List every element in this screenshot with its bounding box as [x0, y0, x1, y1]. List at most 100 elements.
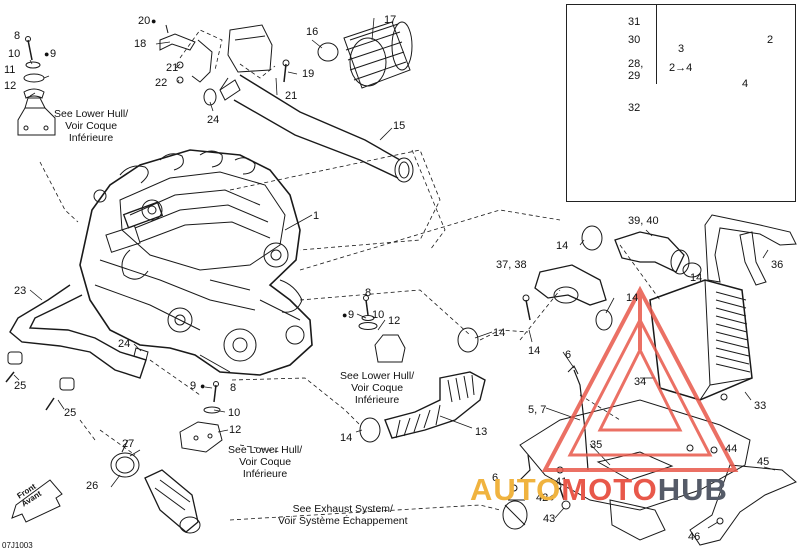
- inset-divider-panel: [656, 4, 795, 84]
- callout-13: 13: [475, 426, 488, 438]
- callout-14c: 14: [493, 327, 506, 339]
- front-arrow: [11, 479, 63, 523]
- callout-4: 4: [742, 78, 749, 90]
- drop-icon: ●: [342, 310, 348, 320]
- callout-45: 45: [757, 456, 770, 468]
- callout-23: 23: [14, 285, 27, 297]
- callout-19: 19: [302, 68, 315, 80]
- note-line: Voir Coque: [239, 456, 292, 468]
- note-exhaust: See Exhaust System/ Voir Système Échappe…: [278, 503, 408, 527]
- callout-35: 35: [590, 439, 603, 451]
- callout-29: 29: [628, 70, 641, 82]
- callout-9c: 9: [190, 380, 197, 392]
- callout-22: 22: [155, 77, 168, 89]
- callout-10a: 10: [8, 48, 21, 60]
- mount-parts-upper-left: [17, 36, 56, 136]
- fittings-25: [5, 347, 149, 411]
- corrugated-hose-13: [359, 327, 486, 443]
- callout-37-38: 37, 38: [496, 259, 527, 271]
- callout-8a: 8: [14, 30, 21, 42]
- note-line: Voir Système Échappement: [278, 515, 408, 527]
- callout-9b: 9: [348, 309, 355, 321]
- callout-14f: 14: [690, 272, 703, 284]
- note-line: Inférieure: [242, 468, 288, 480]
- callout-8c: 8: [230, 382, 237, 394]
- note-line: Voir Coque: [65, 120, 118, 132]
- note-lower-hull-upper: See Lower Hull/ Voir Coque Inférieure: [54, 108, 128, 144]
- callout-12a: 12: [4, 80, 17, 92]
- callout-31: 31: [628, 16, 641, 28]
- watermark-logo: AUTOMOTOHUB: [470, 474, 728, 506]
- callout-27: 27: [122, 438, 135, 450]
- callout-2: 2: [767, 34, 774, 46]
- mount-parts-middle: [179, 295, 406, 453]
- callout-24a: 24: [207, 114, 220, 126]
- watermark-part-b: MOTO: [561, 472, 658, 507]
- brackets-upper: [159, 24, 290, 91]
- callout-12c: 12: [229, 424, 242, 436]
- callout-43: 43: [543, 513, 556, 525]
- note-line: Inférieure: [354, 394, 400, 406]
- callout-46: 46: [688, 531, 701, 543]
- callout-25a: 25: [14, 380, 27, 392]
- note-line: See Exhaust System/: [292, 503, 393, 515]
- callout-9a: 9: [50, 48, 57, 60]
- leader-lines: [13, 17, 776, 529]
- callout-14a: 14: [556, 240, 569, 252]
- coupler-26: [110, 439, 201, 534]
- callout-24b: 24: [118, 338, 131, 350]
- note-line: See Lower Hull/: [54, 108, 129, 120]
- callout-12b: 12: [388, 315, 401, 327]
- note-lower-hull-lower: See Lower Hull/ Voir Coque Inférieure: [228, 444, 302, 480]
- callout-8b: 8: [365, 287, 372, 299]
- note-lower-hull-middle: See Lower Hull/ Voir Coque Inférieure: [340, 370, 414, 406]
- callout-20: 20: [138, 15, 151, 27]
- callout-26: 26: [86, 480, 99, 492]
- note-line: Inférieure: [68, 132, 114, 144]
- callout-15: 15: [393, 120, 406, 132]
- callout-14e: 14: [340, 432, 353, 444]
- watermark-triangle: [541, 285, 739, 472]
- callout-25b: 25: [64, 407, 77, 419]
- intake-tube: [203, 74, 414, 183]
- callout-21a: 21: [166, 62, 179, 74]
- cables: [502, 365, 589, 530]
- callout-18: 18: [134, 38, 147, 50]
- note-line: Voir Coque: [351, 382, 404, 394]
- drop-icon: ●: [151, 16, 157, 26]
- air-filter: [227, 21, 413, 89]
- callout-6a: 6: [565, 349, 572, 361]
- callout-engine: 1: [313, 210, 320, 222]
- callout-16: 16: [306, 26, 319, 38]
- callout-34: 34: [634, 376, 647, 388]
- callout-44: 44: [725, 443, 738, 455]
- callout-42: 42: [536, 492, 549, 504]
- callout-14d: 14: [528, 345, 541, 357]
- callout-33: 33: [754, 400, 767, 412]
- dashed-lines: [39, 29, 661, 521]
- callout-10b: 10: [372, 309, 385, 321]
- callout-41: 41: [555, 476, 568, 488]
- bracket-36: [704, 214, 797, 286]
- callout-28: 28,: [628, 58, 644, 70]
- drop-icon: ●: [44, 49, 50, 59]
- drop-icon: ●: [200, 381, 206, 391]
- callout-3: 3: [678, 43, 685, 55]
- callout-39-40: 39, 40: [628, 215, 659, 227]
- callout-6b: 6: [492, 472, 499, 484]
- note-line: See Lower Hull/: [228, 444, 303, 456]
- intercooler-hoses: [522, 225, 702, 331]
- watermark-part-c: HUB: [657, 472, 728, 507]
- reference-code: 07J1003: [2, 541, 33, 550]
- callout-14b: 14: [626, 292, 639, 304]
- callout-17: 17: [384, 14, 397, 26]
- callout-21b: 21: [285, 90, 298, 102]
- note-line: See Lower Hull/: [340, 370, 415, 382]
- callout-36: 36: [771, 259, 784, 271]
- callout-2-to-4: 2→4: [669, 62, 693, 74]
- callout-32: 32: [628, 102, 641, 114]
- drop-icon: ●: [549, 493, 555, 503]
- callout-30: 30: [628, 34, 641, 46]
